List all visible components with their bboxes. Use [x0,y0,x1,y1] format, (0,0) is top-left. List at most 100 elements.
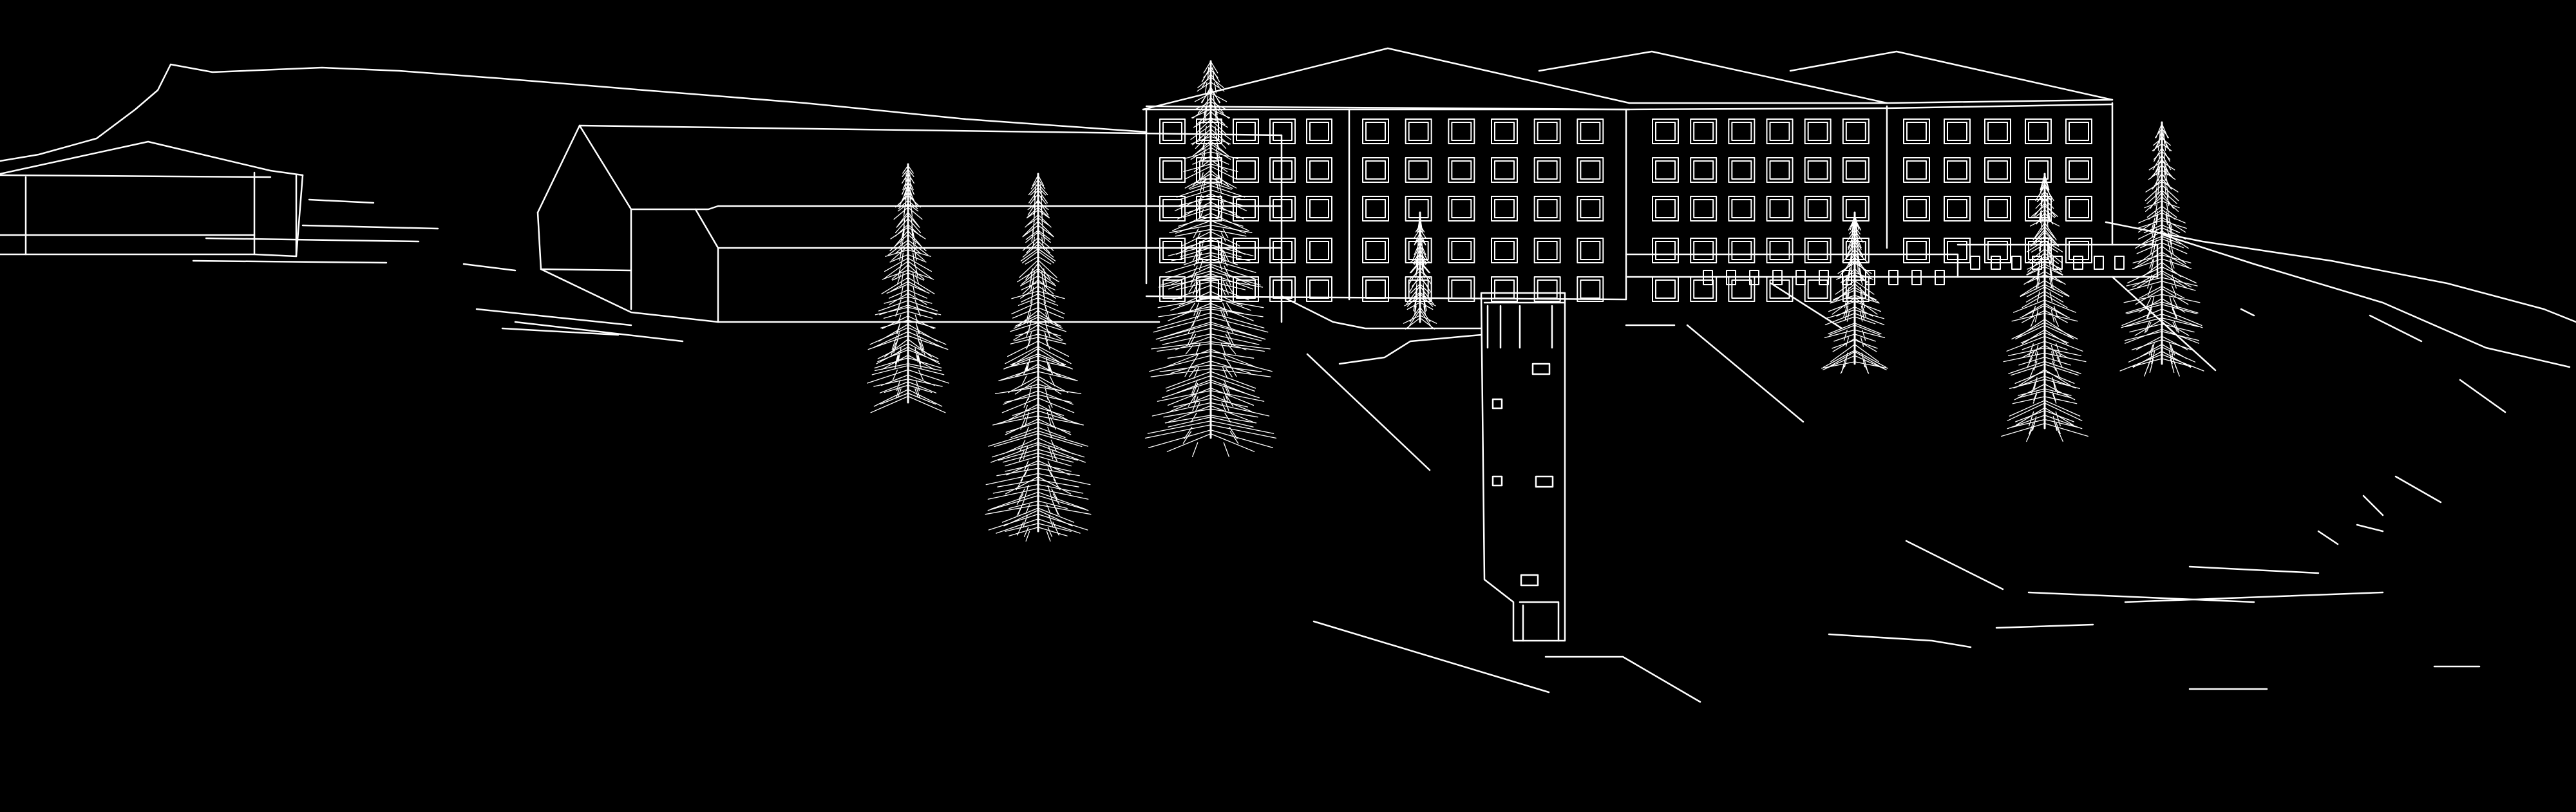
retaining-wall-windows [1703,256,2125,285]
wall-window [1795,270,1806,285]
wall-window [2114,256,2125,270]
hotel-window [1269,118,1296,144]
hotel-window [1804,276,1832,302]
hotel-window [1533,118,1561,144]
hotel-windows [1159,118,2092,302]
hotel-window [1405,157,1432,183]
hotel-window [1306,276,1332,302]
hotel-window [1306,238,1332,263]
hotel-window [1690,118,1718,144]
hotel-window [1652,276,1679,302]
hotel-window [1491,196,1518,222]
hotel-window [1577,118,1604,144]
hotel-window [1903,118,1930,144]
hotel-window [1903,196,1930,222]
hotel-window [1306,196,1332,222]
hill-ridge [0,63,2576,368]
hotel-window [1196,118,1222,144]
spruce-tree-icon [985,173,1092,542]
wall-window [2052,256,2063,270]
hotel-window [1159,196,1186,222]
spruce-tree-icon [2001,173,2088,442]
hotel-window [1491,276,1518,302]
hotel-window [1804,238,1832,263]
hotel-window [1728,238,1756,263]
hotel-window [1652,118,1679,144]
hotel-window [1984,196,2011,222]
wall-window [2094,256,2104,270]
hotel-window [2065,157,2092,183]
hotel-window [1269,238,1296,263]
hotel-window [2065,238,2092,263]
hotel-window [1804,157,1832,183]
hotel-window [1362,157,1389,183]
hotel-window [1533,157,1561,183]
hotel-window [1984,157,2011,183]
farm-building-left [0,140,439,264]
hotel-window [2025,118,2052,144]
hotel-window [1362,238,1389,263]
hotel-window [1728,196,1756,222]
hotel-window [1306,118,1332,144]
hotel-window [1903,157,1930,183]
hotel-window [1728,118,1756,144]
wall-window [2073,256,2083,270]
hotel-window [1448,118,1475,144]
hotel-window [1804,196,1832,222]
terrain-lines [1306,276,2506,703]
hotel-window [1405,196,1432,222]
spruce-tree-icon [1144,60,1277,457]
hotel-window [1533,238,1561,263]
hotel-window [2065,196,2092,222]
wall-window [1749,270,1759,285]
wall-window [1772,270,1783,285]
hotel-window [1233,118,1259,144]
wall-window [1911,270,1922,285]
wall-window [2011,256,2022,270]
elevator-tower [1480,292,1566,642]
spruce-tree-icon [2119,121,2204,377]
hotel-window [1362,118,1389,144]
hotel-window [1405,118,1432,144]
hotel-window [1269,157,1296,183]
hotel-window [1233,276,1259,302]
hotel-window [1766,196,1794,222]
hotel-window [1842,118,1870,144]
hotel-window [1690,238,1718,263]
hotel-window [1269,196,1296,222]
hotel-window [1491,238,1518,263]
hotel-window [1448,276,1475,302]
hotel-window [1766,157,1794,183]
hotel-window [1903,238,1930,263]
spruce-tree-icon [1821,211,1889,374]
hotel-window [1690,157,1718,183]
hotel-window [1984,238,2011,263]
hotel-window [1766,238,1794,263]
hotel-window [1577,196,1604,222]
spruce-tree-icon [867,163,949,413]
hotel-window [1652,157,1679,183]
hotel-window [1491,118,1518,144]
spruce-tree-icon [1403,211,1437,330]
hotel-window [1944,157,1971,183]
hotel-window [1306,157,1332,183]
hotel-window [2025,157,2052,183]
hotel-window [1448,196,1475,222]
wall-window [1935,270,1945,285]
hotel-window [1448,157,1475,183]
hotel-window [1944,238,1971,263]
hotel-window [1984,118,2011,144]
hotel-window [1944,118,1971,144]
hotel-window [1766,276,1794,302]
spruce-trees [867,60,2204,542]
hotel-window [1728,276,1756,302]
hotel-window [1159,157,1186,183]
hotel-window [1577,238,1604,263]
hotel-window [1269,276,1296,302]
hotel-window [1944,196,1971,222]
hotel-window [1652,196,1679,222]
wall-window [1726,270,1736,285]
wall-window [1865,270,1875,285]
